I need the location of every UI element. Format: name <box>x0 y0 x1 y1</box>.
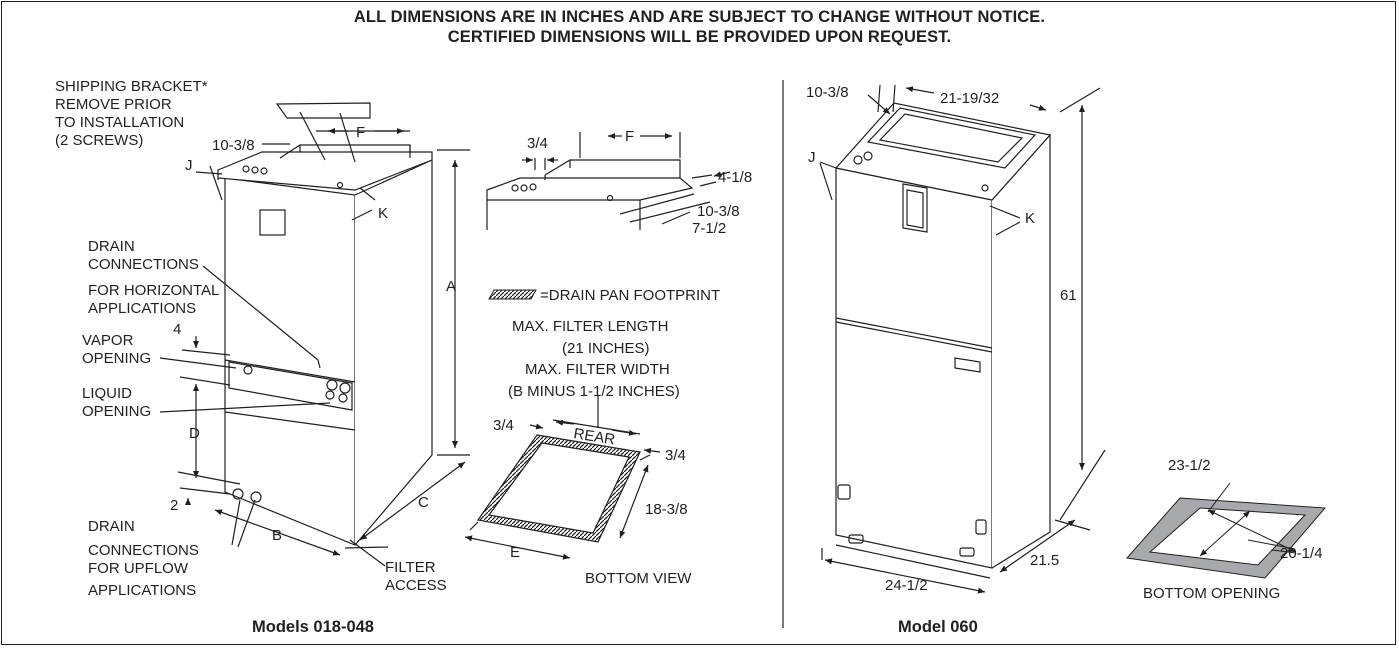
bottom-view-label: BOTTOM VIEW <box>585 570 692 587</box>
detail-dim-7-1-2: 7-1/2 <box>692 220 726 237</box>
bottom-dim-20-1-4: 20-1/4 <box>1280 545 1323 562</box>
left-label-f: F <box>356 124 365 141</box>
drain-horizontal-line-2: CONNECTIONS <box>88 256 199 273</box>
drain-upflow-line-3: FOR UPFLOW <box>88 560 189 577</box>
drain-pan-legend: =DRAIN PAN FOOTPRINT <box>540 287 720 304</box>
left-dim-10-3-8: 10-3/8 <box>212 137 255 154</box>
bottom-opening-label: BOTTOM OPENING <box>1143 585 1280 602</box>
filter-note-line-1: MAX. FILTER LENGTH <box>512 318 668 335</box>
shipping-bracket-line-4: (2 SCREWS) <box>55 132 143 149</box>
shipping-bracket-line-2: REMOVE PRIOR <box>55 96 172 113</box>
left-label-c: C <box>418 494 429 511</box>
shipping-bracket-line-3: TO INSTALLATION <box>55 114 184 131</box>
right-caption: Model 060 <box>898 618 978 636</box>
filter-note-line-3: MAX. FILTER WIDTH <box>525 361 670 378</box>
filter-access-line-2: ACCESS <box>385 577 447 594</box>
drain-pan-swatch <box>488 289 537 300</box>
filter-rear: REAR <box>572 425 616 448</box>
drain-upflow-line-4: APPLICATIONS <box>88 582 196 599</box>
right-dim-21-19-32: 21-19/32 <box>940 90 999 107</box>
left-label-j: J <box>185 157 193 174</box>
left-dim-4: 4 <box>173 321 181 338</box>
drain-horizontal-line-1: DRAIN <box>88 238 135 255</box>
right-unit-drawing <box>819 84 1106 594</box>
liquid-opening-line-1: LIQUID <box>82 385 132 402</box>
left-label-a: A <box>446 278 456 295</box>
right-dim-24-1-2: 24-1/2 <box>885 577 928 594</box>
right-dim-10-3-8: 10-3/8 <box>806 84 849 101</box>
filter-dim-side: 18-3/8 <box>645 501 688 518</box>
drain-upflow-line-2: CONNECTIONS <box>88 542 199 559</box>
left-unit-drawing <box>159 102 470 567</box>
drain-horizontal-line-3: FOR HORIZONTAL <box>88 282 219 299</box>
right-dim-21-5: 21.5 <box>1030 552 1059 569</box>
left-label-d: D <box>189 425 200 442</box>
detail-dim-3-4: 3/4 <box>527 135 548 152</box>
vapor-opening-line-1: VAPOR <box>82 332 134 349</box>
right-label-j: J <box>808 149 816 166</box>
right-label-k: K <box>1025 210 1035 227</box>
drain-upflow-line-1: DRAIN <box>88 518 135 535</box>
left-label-k: K <box>378 205 388 222</box>
right-dim-61: 61 <box>1060 287 1077 304</box>
left-dim-2: 2 <box>170 497 178 514</box>
detail-label-f: F <box>625 128 634 145</box>
header-line-1: ALL DIMENSIONS ARE IN INCHES AND ARE SUB… <box>353 8 1046 26</box>
bottom-opening-drawing <box>1126 482 1327 579</box>
filter-dim-right: 3/4 <box>665 447 686 464</box>
vapor-opening-line-2: OPENING <box>82 350 151 367</box>
filter-access-line-1: FILTER <box>385 559 436 576</box>
filter-drawing <box>464 395 661 560</box>
detail-dim-4-1-8: 4-1/8 <box>718 169 752 186</box>
liquid-opening-line-2: OPENING <box>82 403 151 420</box>
filter-label-e: E <box>510 544 520 561</box>
bottom-dim-23-1-2: 23-1/2 <box>1168 457 1211 474</box>
filter-note-line-2: (21 INCHES) <box>562 340 650 357</box>
left-label-b: B <box>272 527 282 544</box>
filter-note-line-4: (B MINUS 1-1/2 INCHES) <box>508 383 680 400</box>
header-line-2: CERTIFIED DIMENSIONS WILL BE PROVIDED UP… <box>447 28 952 46</box>
left-caption: Models 018-048 <box>252 618 374 636</box>
top-detail-drawing <box>486 132 731 230</box>
filter-dim-left: 3/4 <box>493 417 514 434</box>
shipping-bracket-line-1: SHIPPING BRACKET* <box>55 78 208 95</box>
detail-dim-10-3-8: 10-3/8 <box>697 203 740 220</box>
drain-horizontal-line-4: APPLICATIONS <box>88 300 196 317</box>
